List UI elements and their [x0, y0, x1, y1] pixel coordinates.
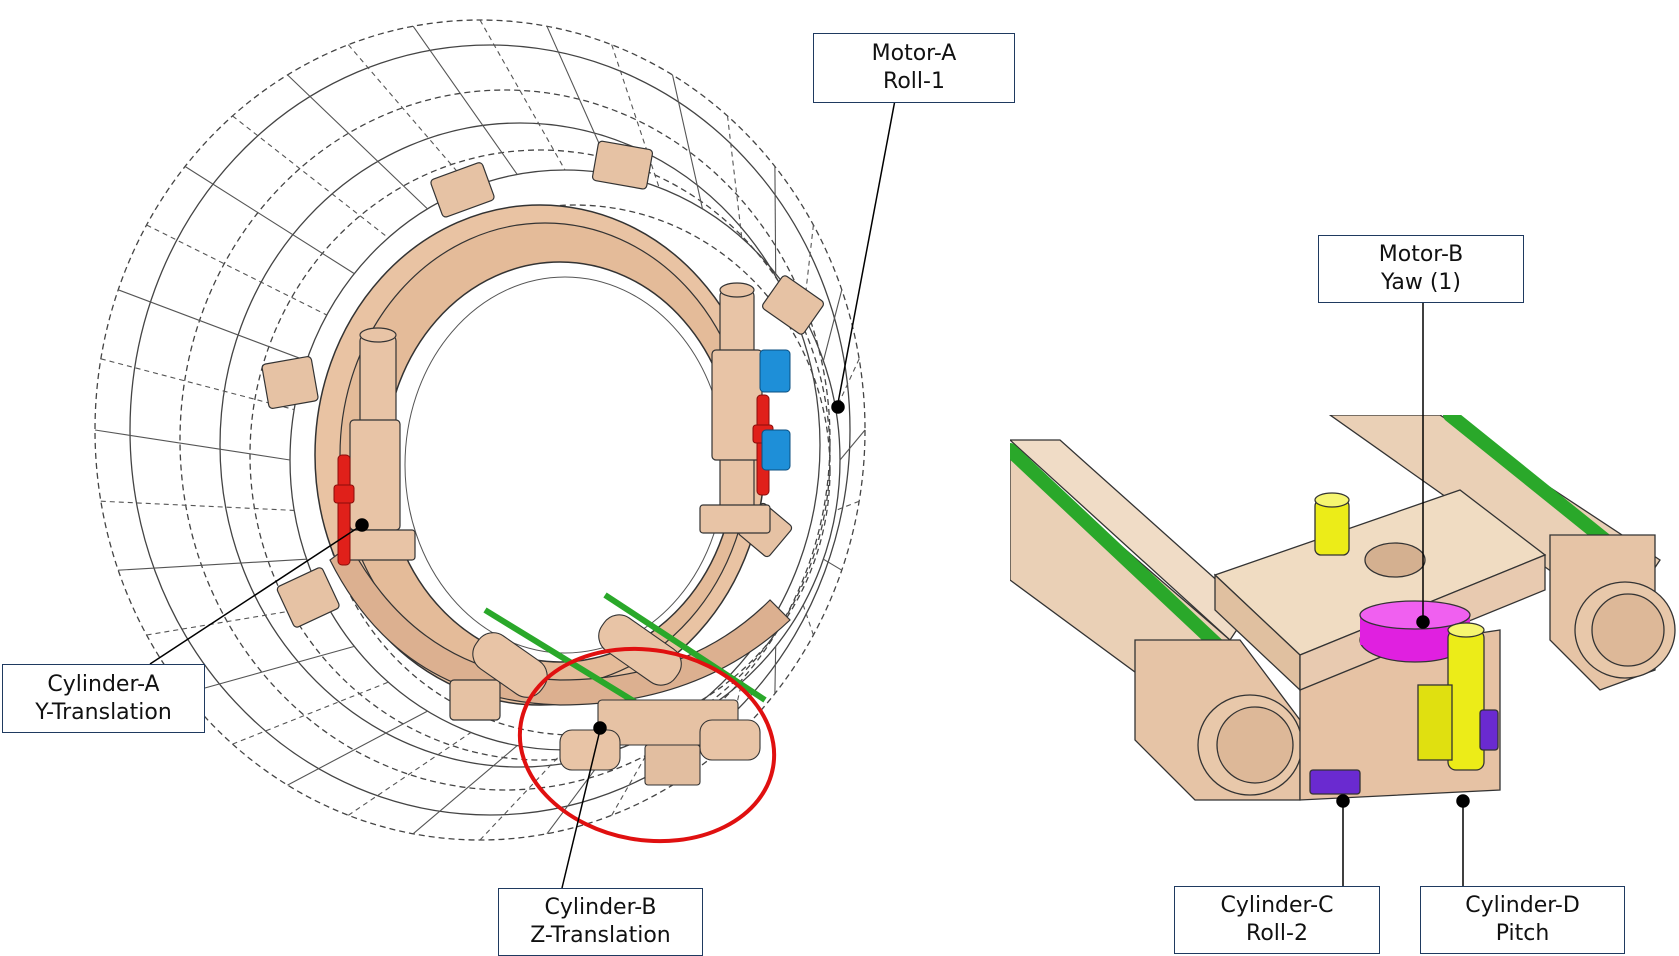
wireframe-segment	[287, 710, 428, 786]
wireframe-segment	[184, 166, 355, 275]
label-cylinder-a: Cylinder-A Y-Translation	[2, 664, 205, 733]
outer-ring	[314, 204, 791, 706]
wireframe-segment	[412, 745, 518, 835]
wireframe-segment	[822, 289, 843, 361]
motor-a-function: Roll-1	[883, 69, 945, 94]
label-cylinder-b: Cylinder-B Z-Translation	[498, 888, 703, 956]
label-motor-b: Motor-B Yaw (1)	[1318, 235, 1524, 303]
wireframe-segment	[232, 115, 389, 239]
motor-b-function: Yaw (1)	[1380, 270, 1462, 295]
label-motor-a: Motor-A Roll-1	[813, 33, 1015, 103]
wireframe-segment	[232, 681, 389, 745]
wireframe-segment	[839, 429, 866, 461]
wireframe-segment	[412, 25, 518, 175]
wireframe-segment	[100, 500, 295, 511]
wireframe-segment	[146, 604, 327, 636]
wireframe-segment	[94, 429, 291, 461]
zoomed-mechanism	[1010, 415, 1676, 801]
wireframe-segment	[479, 19, 566, 171]
leader-lines	[149, 99, 1470, 889]
cylinder-d-name: Cylinder-D	[1465, 893, 1580, 918]
motor-a-name: Motor-A	[871, 41, 957, 66]
cylinder-b-function: Z-Translation	[530, 923, 671, 948]
wireframe-segment	[118, 289, 307, 362]
cylinder-b-name: Cylinder-B	[544, 895, 657, 920]
wireframe-segment	[347, 44, 472, 188]
label-cylinder-c: Cylinder-C Roll-2	[1174, 886, 1380, 954]
vertical-posts	[344, 282, 771, 561]
cylinder-a-name: Cylinder-A	[47, 671, 160, 697]
wireframe-segment	[774, 646, 777, 694]
wireframe-segment	[726, 115, 743, 238]
wireframe-segment	[118, 558, 307, 571]
cylinder-a-function: Y-Translation	[35, 699, 172, 725]
wireframe-segment	[479, 749, 566, 841]
ring-brackets	[261, 140, 824, 721]
motor-b-name: Motor-B	[1378, 242, 1464, 267]
wireframe-segment	[611, 732, 660, 816]
wireframe-segment	[184, 645, 355, 695]
cylinder-d-function: Pitch	[1495, 921, 1550, 946]
wireframe-segment	[146, 224, 328, 316]
cylinder-c-name: Cylinder-C	[1220, 893, 1334, 918]
wireframe-segment	[823, 558, 843, 571]
wireframe-segment	[671, 74, 704, 210]
wireframe-segment	[287, 74, 428, 210]
wireframe-segment	[611, 44, 660, 188]
label-cylinder-d: Cylinder-D Pitch	[1420, 886, 1625, 954]
highlight-circle	[517, 646, 777, 844]
bottom-mechanism	[472, 592, 767, 786]
wireframe-segment	[100, 358, 295, 411]
wireframe-segment	[835, 500, 860, 511]
motor-a-blue	[759, 349, 791, 471]
cylinder-c-function: Roll-2	[1246, 921, 1308, 946]
wireframe-segment	[347, 732, 472, 816]
wireframe-segment	[774, 166, 777, 274]
